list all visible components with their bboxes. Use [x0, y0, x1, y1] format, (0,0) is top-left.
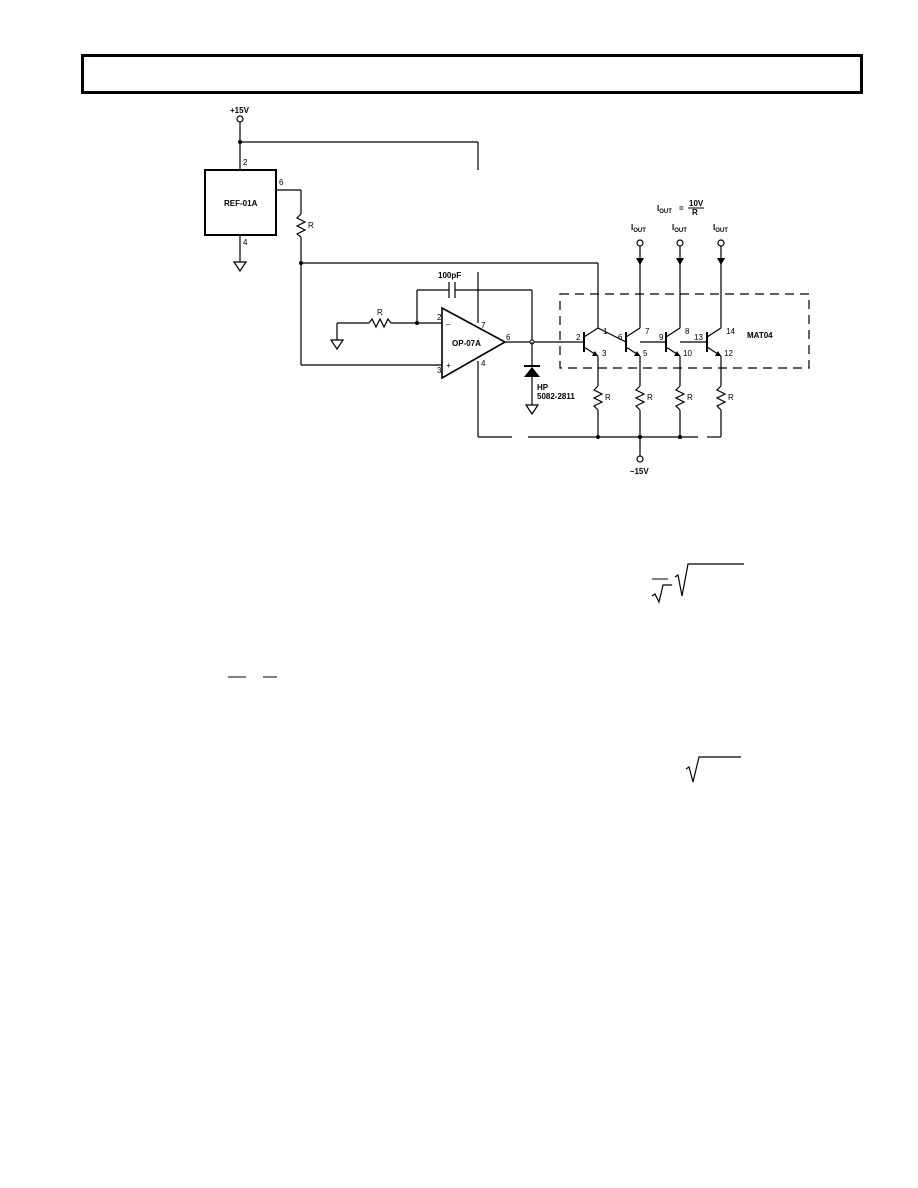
vplus-terminal: +15V — [230, 106, 479, 170]
iout2-label: IOUT — [672, 223, 687, 234]
iout-formula: IOUT = 10V R — [657, 199, 704, 217]
ref01a-label: REF-01A — [224, 199, 258, 208]
ref-pin2-label: 2 — [243, 158, 248, 167]
transistor-q2: 6 7 5 — [597, 246, 650, 386]
vminus-label: –15V — [630, 467, 649, 476]
r-e2-label: R — [647, 393, 653, 402]
diode-name-label: HP — [537, 383, 549, 392]
cap-label: 100pF — [438, 271, 461, 280]
emitter-resistors: R R R R — [528, 385, 734, 439]
op-pin6-label: 6 — [506, 333, 511, 342]
resistor-ref: R — [276, 189, 599, 366]
r-e1-label: R — [605, 393, 611, 402]
vminus-terminal: –15V — [630, 437, 649, 476]
q-pin2-label: 2 — [576, 333, 581, 342]
ground-symbol-input — [329, 339, 345, 351]
q-pin3-label: 3 — [602, 349, 607, 358]
vplus-label: +15V — [230, 106, 250, 115]
op-pin2-label: 2 — [437, 313, 442, 322]
svg-text:R: R — [692, 208, 698, 217]
op-plus-label: + — [446, 361, 451, 370]
diode-hp: HP 5082-2811 — [524, 342, 575, 416]
iout-terminals: IOUT IOUT IOUT — [631, 223, 728, 247]
op-pin3-label: 3 — [437, 366, 442, 375]
transistor-q3: 9 8 10 — [640, 246, 692, 386]
r-e3-label: R — [687, 393, 693, 402]
ground-symbol-ref — [232, 261, 248, 273]
diode-part-label: 5082-2811 — [537, 392, 575, 401]
q-pin8-label: 8 — [685, 327, 690, 336]
transistor-q1: 2 1 3 — [576, 306, 608, 386]
svg-text:=: = — [679, 204, 684, 213]
svg-text:10V: 10V — [689, 199, 704, 208]
op-minus-label: – — [446, 320, 451, 329]
ref01a-block: REF-01A 2 6 4 — [204, 158, 284, 273]
q-pin7-label: 7 — [645, 327, 650, 336]
iout3-label: IOUT — [713, 223, 728, 234]
svg-text:IOUT: IOUT — [657, 204, 672, 215]
transistor-q4: 13 14 12 — [680, 246, 735, 386]
op-pin7-label: 7 — [481, 321, 486, 330]
r-ref-label: R — [308, 221, 314, 230]
q-pin12-label: 12 — [724, 349, 733, 358]
q-pin13-label: 13 — [694, 333, 703, 342]
q-pin14-label: 14 — [726, 327, 735, 336]
q-pin5-label: 5 — [643, 349, 648, 358]
q-pin10-label: 10 — [683, 349, 692, 358]
r-e4-label: R — [728, 393, 734, 402]
ground-symbol-diode — [524, 404, 540, 416]
r-in-label: R — [377, 308, 383, 317]
mat04-label: MAT04 — [747, 331, 773, 340]
mat04-package: MAT04 — [559, 293, 810, 369]
op07a-amplifier: OP-07A 2 – 3 + 7 6 4 — [437, 272, 580, 438]
q-pin6-label: 6 — [618, 333, 623, 342]
q-pin9-label: 9 — [659, 333, 664, 342]
page-header-box — [81, 54, 863, 94]
iout1-label: IOUT — [631, 223, 646, 234]
resistor-input: R — [329, 308, 442, 351]
op-pin4-label: 4 — [481, 359, 486, 368]
opamp-label: OP-07A — [452, 339, 481, 348]
equation-fragments — [228, 563, 744, 783]
capacitor-100pf: 100pF — [416, 271, 533, 342]
ref-pin4-label: 4 — [243, 238, 248, 247]
ref-pin6-label: 6 — [279, 178, 284, 187]
